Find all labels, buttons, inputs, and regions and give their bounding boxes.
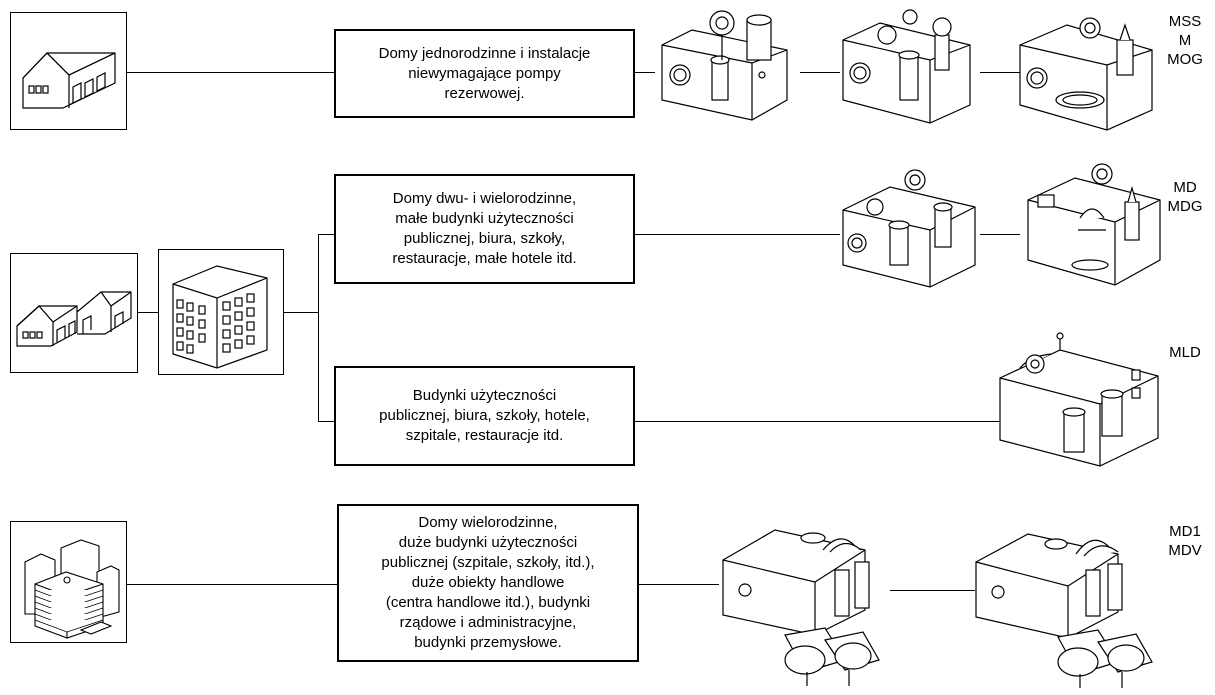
twin-pump-lifting-station-icon xyxy=(842,169,976,288)
connector xyxy=(635,72,655,73)
connector xyxy=(980,72,1020,73)
single-house-frame xyxy=(10,12,127,130)
connector xyxy=(318,234,334,235)
model-label-group-3: MLD xyxy=(1169,344,1201,361)
model-label-group-4: MD1 MDV xyxy=(1168,523,1202,559)
twin-pump-lifting-station-icon xyxy=(1027,163,1161,286)
connector xyxy=(635,234,840,235)
large-twin-pump-lifting-station-icon xyxy=(975,533,1153,688)
connector xyxy=(639,584,719,585)
commercial-complex-icon xyxy=(24,539,120,639)
connector xyxy=(980,234,1020,235)
apartment-block-frame xyxy=(158,249,284,375)
description-box-single-family: Domy jednorodzinne i instalacje niewymag… xyxy=(334,29,635,118)
description-box-large-buildings: Domy wielorodzinne, duże budynki użytecz… xyxy=(337,504,639,662)
apartment-block-icon xyxy=(172,265,268,369)
connector xyxy=(127,72,334,73)
connector xyxy=(127,584,337,585)
connector xyxy=(318,421,334,422)
single-pump-lifting-station-icon xyxy=(661,10,788,121)
single-pump-lifting-station-icon xyxy=(1019,17,1153,131)
connector xyxy=(890,590,975,591)
description-box-public-buildings: Budynki użyteczności publicznej, biura, … xyxy=(334,366,635,466)
connector xyxy=(800,72,840,73)
description-box-multi-family: Domy dwu- i wielorodzinne, małe budynki … xyxy=(334,174,635,284)
large-twin-pump-lifting-station-icon xyxy=(722,529,880,686)
connector xyxy=(284,312,318,313)
model-label-group-2: MD MDG xyxy=(1167,179,1203,215)
single-pump-lifting-station-icon xyxy=(842,9,971,124)
connector xyxy=(138,312,158,313)
connector xyxy=(318,234,319,421)
single-house-icon xyxy=(22,52,116,109)
model-label-group-1: MSS M MOG xyxy=(1167,13,1203,68)
twin-pump-lifting-station-icon xyxy=(999,332,1159,467)
commercial-complex-frame xyxy=(10,521,127,643)
two-houses-frame xyxy=(10,253,138,373)
connector xyxy=(635,421,1000,422)
two-houses-icon xyxy=(16,291,132,347)
